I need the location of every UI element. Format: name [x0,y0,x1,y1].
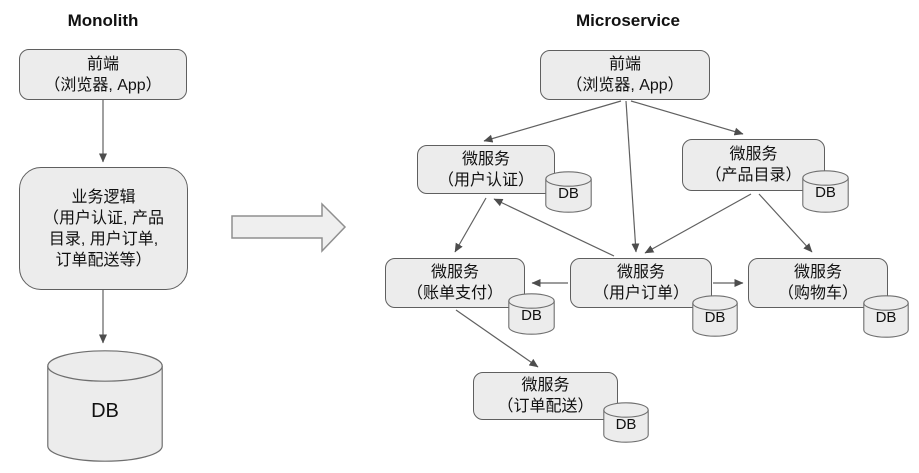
node-label-line: 前端 [608,56,641,73]
node-mono-frontend: 前端 （浏览器, App） [19,49,187,100]
db-label: DB [615,416,637,433]
monolith-title: Monolith [67,11,139,30]
node-label-line: 业务逻辑 [71,188,136,206]
database-cylinder-mono: DB [47,350,163,462]
arrow-frontend-to-auth [483,100,622,143]
arrow-billing-to-shipping [455,309,539,368]
node-label-line: 微服务 [793,264,842,281]
arrow-frontend-to-orders [625,100,640,253]
arrow-catalog-to-cart [758,193,813,253]
database-cylinder-catalog: DB [802,170,849,213]
node-label-line: （账单支付） [406,285,503,302]
node-label-line: （浏览器, App） [44,76,162,94]
node-service-orders: 微服务 （用户订单） [570,258,712,308]
cylinder-shape [545,171,592,213]
node-label-line: （订单配送） [497,398,594,415]
cylinder-shape [508,293,555,335]
arrow-auth-to-billing [454,197,487,253]
node-label-line: 前端 [86,55,119,73]
node-service-catalog: 微服务 （产品目录） [682,139,825,191]
database-cylinder-billing: DB [508,293,555,335]
node-service-billing: 微服务 （账单支付） [385,258,525,308]
node-label-line: 微服务 [521,377,570,394]
db-label: DB [521,307,542,324]
node-label-line: （用户订单） [592,285,689,302]
microservice-title: Microservice [576,11,680,30]
node-label-line: 订单配送等） [55,251,152,269]
node-label-line: 微服务 [430,264,479,281]
node-service-cart: 微服务 （购物车） [748,258,888,308]
node-label-line: （用户认证, 产品 [43,209,164,227]
monolith-to-microservice-arrow [231,202,347,253]
node-label-line: （购物车） [777,285,858,302]
cylinder-shape [692,295,738,337]
node-label-line: （浏览器, App） [566,77,684,94]
db-label: DB [815,184,836,201]
node-label-line: （用户认证） [437,171,534,189]
arrow-catalog-to-orders [644,193,752,254]
node-label-line: 微服务 [461,150,510,168]
node-label-line: 微服务 [729,146,778,163]
arrow-frontend-to-catalog [630,100,744,136]
database-cylinder-auth: DB [545,171,592,213]
cylinder-shape [603,402,649,443]
cylinder-shape [802,170,849,213]
node-mono-logic: 业务逻辑 （用户认证, 产品 目录, 用户订单, 订单配送等） [19,167,188,290]
db-label: DB [704,309,726,326]
db-label: DB [558,185,579,202]
cylinder-shape [863,295,909,338]
db-label: DB [91,400,119,422]
node-service-auth: 微服务 （用户认证） [417,145,555,194]
node-ms-frontend: 前端 （浏览器, App） [540,50,710,100]
database-cylinder-shipping: DB [603,402,649,443]
node-label-line: （产品目录） [705,167,802,184]
node-label-line: 微服务 [616,264,665,281]
database-cylinder-cart: DB [863,295,909,338]
node-service-shipping: 微服务 （订单配送） [473,372,618,420]
cylinder-shape [47,350,163,462]
node-label-line: 目录, 用户订单, [48,230,159,248]
arrow-orders-to-auth [493,198,615,257]
database-cylinder-orders: DB [692,295,738,337]
db-label: DB [875,309,897,326]
